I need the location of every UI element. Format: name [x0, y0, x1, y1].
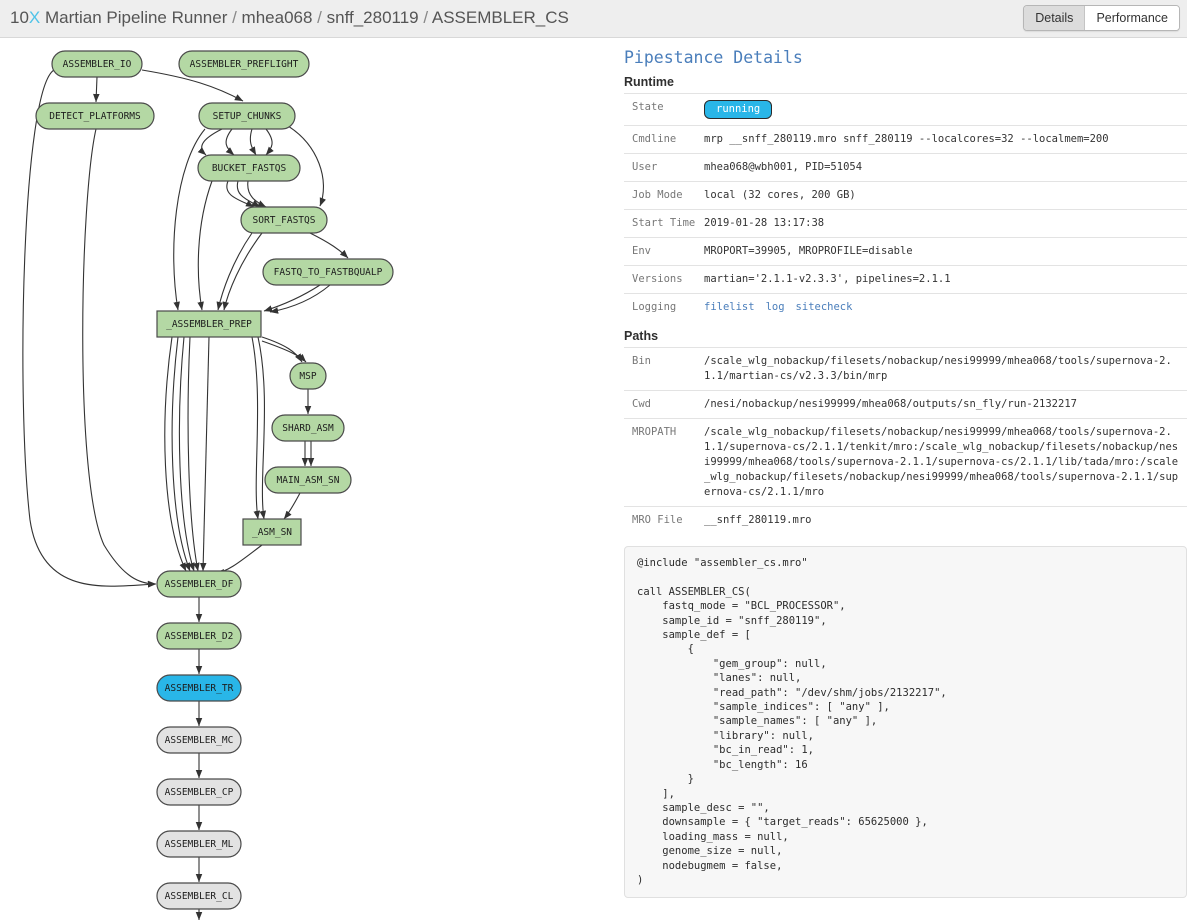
table-row: Bin/scale_wlg_nobackup/filesets/nobackup… [624, 347, 1187, 391]
node-shape[interactable] [156, 778, 242, 806]
node-shape[interactable] [197, 154, 301, 182]
node-shape[interactable] [289, 362, 327, 390]
row-value: /nesi/nobackup/nesi99999/mhea068/outputs… [704, 398, 1077, 410]
graph-node-assembler_io[interactable]: ASSEMBLER_IO [51, 50, 143, 78]
table-row: MRO File __snff_280119.mro [624, 506, 1187, 535]
table-row: MROPATH/scale_wlg_nobackup/filesets/noba… [624, 418, 1187, 507]
row-key: Start Time [632, 217, 696, 229]
logging-link-sitecheck[interactable]: sitecheck [795, 301, 853, 313]
row-value: /scale_wlg_nobackup/filesets/nobackup/ne… [704, 355, 1172, 382]
node-shape[interactable] [264, 466, 352, 494]
brand-name: Martian Pipeline Runner [40, 8, 228, 27]
pipeline-graph[interactable]: ASSEMBLER_IO ASSEMBLER_PREFLIGHT DETECT_PL… [0, 38, 610, 920]
graph-edges [22, 69, 349, 920]
row-value: __snff_280119.mro [704, 514, 812, 526]
node-shape[interactable] [156, 310, 262, 338]
row-value: /scale_wlg_nobackup/filesets/nobackup/ne… [704, 426, 1179, 498]
node-shape[interactable] [51, 50, 143, 78]
row-value: MROPORT=39905, MROPROFILE=disable [704, 245, 913, 257]
node-shape[interactable] [156, 622, 242, 650]
node-shape[interactable] [35, 102, 155, 130]
runtime-section-heading: Runtime [624, 75, 674, 89]
row-key: Logging [632, 301, 677, 313]
row-key: Cmdline [632, 133, 677, 145]
table-row: Start Time 2019-01-28 13:17:38 [624, 209, 1187, 238]
node-shape[interactable] [156, 882, 242, 910]
breadcrumb-pipestance[interactable]: snff_280119 [326, 8, 419, 27]
node-shape[interactable] [156, 674, 242, 702]
node-shape[interactable] [156, 830, 242, 858]
row-value: mrp __snff_280119.mro snff_280119 --loca… [704, 133, 1109, 145]
table-row: State running [624, 93, 1187, 126]
graph-node-detect_platforms[interactable]: DETECT_PLATFORMS [35, 102, 155, 130]
row-value: 2019-01-28 13:17:38 [704, 217, 825, 229]
table-row: Job Mode local (32 cores, 200 GB) [624, 181, 1187, 210]
status-badge: running [704, 100, 773, 119]
graph-node-msp[interactable]: MSP [289, 362, 327, 390]
paths-section-heading: Paths [624, 329, 659, 343]
row-key: Bin [632, 355, 651, 367]
table-row: Versions martian='2.1.1-v2.3.3', pipeline… [624, 265, 1187, 294]
row-key: MRO File [632, 514, 683, 526]
row-key: Job Mode [632, 189, 683, 201]
graph-node-assembler_prep[interactable]: _ASSEMBLER_PREP [156, 310, 262, 338]
row-key: Cwd [632, 398, 651, 410]
graph-node-assembler_preflight[interactable]: ASSEMBLER_PREFLIGHT [178, 50, 310, 78]
graph-node-fastq_to_fastbqualp[interactable]: FASTQ_TO_FASTBQUALP [262, 258, 394, 286]
graph-node-assembler_df[interactable]: ASSEMBLER_DF [156, 570, 242, 598]
node-shape[interactable] [178, 50, 310, 78]
graph-node-sort_fastqs[interactable]: SORT_FASTQS [240, 206, 328, 234]
graph-node-assembler_ml[interactable]: ASSEMBLER_ML [156, 830, 242, 858]
node-shape[interactable] [198, 102, 296, 130]
table-row: Cwd/nesi/nobackup/nesi99999/mhea068/outp… [624, 390, 1187, 419]
view-tabs: Details Performance [1023, 5, 1180, 31]
graph-node-assembler_tr[interactable]: ASSEMBLER_TR [156, 674, 242, 702]
table-row: Cmdline mrp __snff_280119.mro snff_280119… [624, 125, 1187, 154]
node-shape[interactable] [271, 414, 345, 442]
row-value: filelist log sitecheck [704, 294, 1187, 322]
tab-performance[interactable]: Performance [1085, 6, 1179, 30]
table-row: User mhea068@wbh001, PID=51054 [624, 153, 1187, 182]
brand-x: X [28, 8, 41, 27]
row-key: State [632, 101, 664, 113]
node-shape[interactable] [242, 518, 302, 546]
graph-node-assembler_cp[interactable]: ASSEMBLER_CP [156, 778, 242, 806]
node-shape[interactable] [262, 258, 394, 286]
page-title: 10X Martian Pipeline Runner / mhea068 / … [10, 8, 569, 27]
graph-node-assembler_mc[interactable]: ASSEMBLER_MC [156, 726, 242, 754]
graph-node-bucket_fastqs[interactable]: BUCKET_FASTQS [197, 154, 301, 182]
node-shape[interactable] [156, 570, 242, 598]
pipeline-graph-pane[interactable]: ASSEMBLER_IO ASSEMBLER_PREFLIGHT DETECT_PL… [0, 38, 610, 920]
top-bar: 10X Martian Pipeline Runner / mhea068 / … [0, 0, 1187, 38]
breadcrumb-user[interactable]: mhea068 [241, 8, 313, 27]
details-title: Pipestance Details [624, 48, 803, 67]
breadcrumb-pipeline[interactable]: ASSEMBLER_CS [431, 8, 569, 27]
row-value: running [704, 94, 1187, 126]
paths-table: Bin/scale_wlg_nobackup/filesets/nobackup… [624, 347, 1187, 534]
row-key: User [632, 161, 658, 173]
graph-node-assembler_cl[interactable]: ASSEMBLER_CL [156, 882, 242, 910]
table-row: Env MROPORT=39905, MROPROFILE=disable [624, 237, 1187, 266]
graph-node-assembler_d2[interactable]: ASSEMBLER_D2 [156, 622, 242, 650]
row-key: Env [632, 245, 651, 257]
logging-link-log[interactable]: log [765, 301, 785, 313]
graph-node-asm_sn[interactable]: _ASM_SN [242, 518, 302, 546]
tab-details[interactable]: Details [1024, 6, 1086, 30]
node-shape[interactable] [240, 206, 328, 234]
mro-source-code: @include "assembler_cs.mro" call ASSEMBL… [624, 546, 1187, 899]
graph-node-shard_asm[interactable]: SHARD_ASM [271, 414, 345, 442]
logging-link-filelist[interactable]: filelist [704, 301, 755, 313]
node-shape[interactable] [156, 726, 242, 754]
graph-node-setup_chunks[interactable]: SETUP_CHUNKS [198, 102, 296, 130]
graph-node-main_asm_sn[interactable]: MAIN_ASM_SN [264, 466, 352, 494]
brand-10: 10 [10, 8, 29, 27]
row-value: martian='2.1.1-v2.3.3', pipelines=2.1.1 [704, 273, 951, 285]
row-value: mhea068@wbh001, PID=51054 [704, 161, 863, 173]
row-key: MROPATH [632, 426, 677, 438]
row-key: Versions [632, 273, 683, 285]
table-row: Logging filelist log sitecheck [624, 293, 1187, 322]
row-value: local (32 cores, 200 GB) [704, 189, 856, 201]
